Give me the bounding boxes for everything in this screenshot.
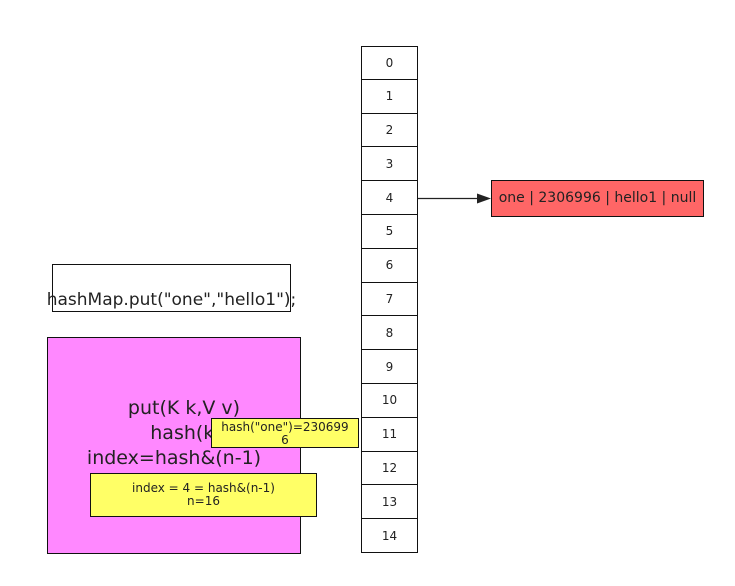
- entry-node-label: one | 2306996 | hello1 | null: [498, 190, 697, 206]
- bucket-cell: 0: [361, 46, 418, 80]
- method-signature: put(K k,V v): [127, 397, 241, 419]
- bucket-cell: 2: [361, 113, 418, 148]
- hash-call: hash(k): [150, 422, 222, 444]
- bucket-cell: 14: [361, 519, 418, 553]
- bucket-cell: 8: [361, 316, 418, 351]
- arrow-head: [477, 193, 491, 204]
- bucket-cell: 12: [361, 451, 418, 486]
- bucket-cell: 11: [361, 417, 418, 452]
- index-note-line2: n=16: [187, 494, 220, 508]
- hash-bucket-array: 0 1 2 3 4 5 6 7 8 9 10 11 12 13 14: [361, 46, 418, 553]
- index-formula: index=hash&(n-1): [86, 447, 262, 469]
- bucket-cell: 4: [361, 181, 418, 215]
- hash-value-note: hash("one")=2306996: [211, 418, 359, 448]
- put-call-box: hashMap.put("one","hello1");: [47, 264, 296, 312]
- bucket-cell: 6: [361, 248, 418, 283]
- put-call-label: hashMap.put("one","hello1");: [46, 290, 297, 310]
- bucket-cell: 3: [361, 147, 418, 182]
- index-note: index = 4 = hash&(n-1) n=16: [90, 473, 317, 517]
- hash-value-label: hash("one")=2306996: [221, 420, 349, 447]
- bucket-cell: 7: [361, 282, 418, 317]
- entry-node: one | 2306996 | hello1 | null: [491, 180, 704, 217]
- bucket-cell: 10: [361, 383, 418, 418]
- bucket-cell: 13: [361, 485, 418, 520]
- bucket-cell: 1: [361, 79, 418, 114]
- bucket-cell: 5: [361, 214, 418, 249]
- bucket-cell: 9: [361, 350, 418, 384]
- index-note-line1: index = 4 = hash&(n-1): [132, 481, 275, 495]
